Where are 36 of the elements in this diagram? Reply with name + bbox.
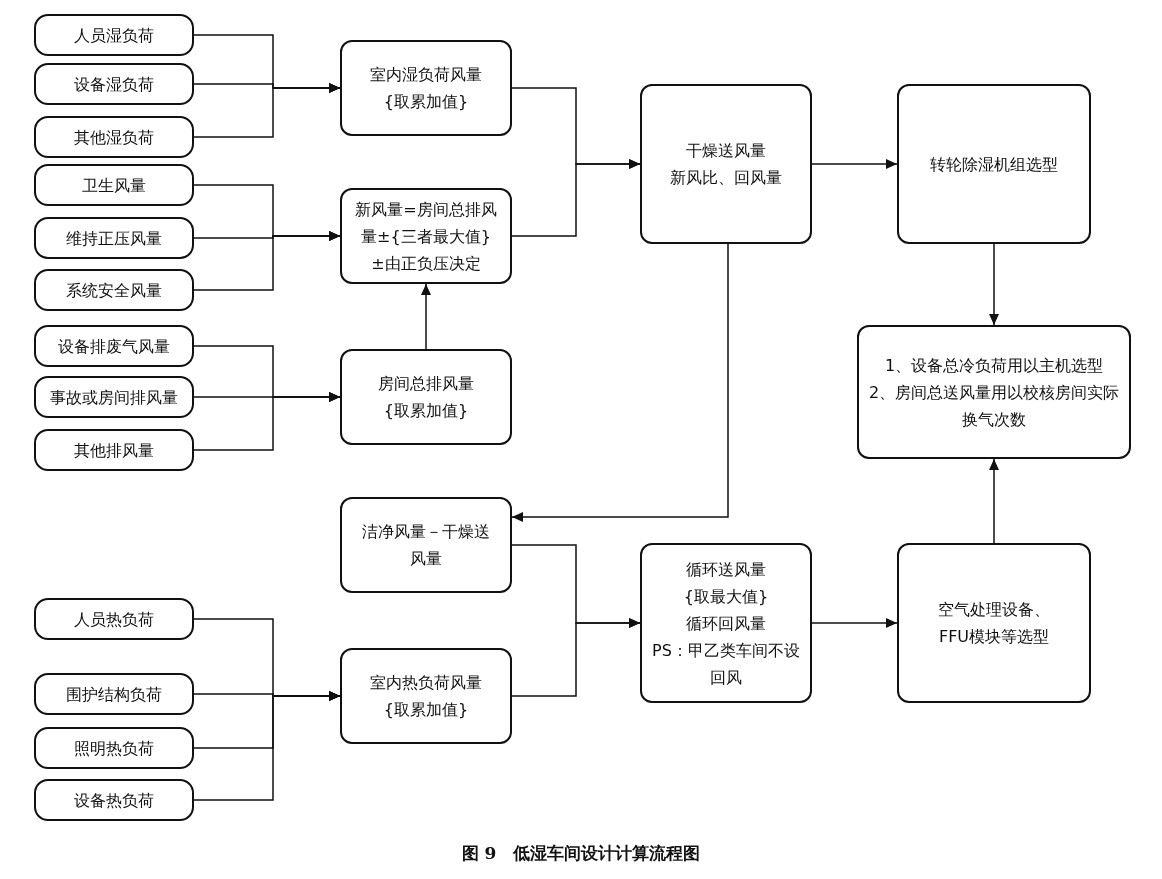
input-box: 围护结构负荷 [34, 673, 194, 715]
arrow [989, 243, 999, 326]
input-box: 人员湿负荷 [34, 14, 194, 56]
process-box: 1、设备总冷负荷用以主机选型 2、房间总送风量用以校核房间实际换气次数 [857, 325, 1131, 459]
arrow [193, 392, 341, 451]
arrow [989, 458, 999, 544]
process-box: 循环送风量{取最大值} 循环回风量 PS：甲乙类车间不设回风 [640, 543, 812, 703]
arrow [193, 83, 341, 138]
input-box: 设备湿负荷 [34, 63, 194, 105]
input-box: 照明热负荷 [34, 727, 194, 769]
process-box: 新风量=房间总排风量±{三者最大值}±由正负压决定 [340, 188, 512, 284]
arrow [421, 283, 431, 350]
input-box: 其他湿负荷 [34, 116, 194, 158]
input-box: 人员热负荷 [34, 598, 194, 640]
process-box: 室内热负荷风量{取累加值} [340, 648, 512, 744]
process-box: 转轮除湿机组选型 [897, 84, 1091, 244]
input-box: 事故或房间排风量 [34, 376, 194, 418]
input-box: 其他排风量 [34, 429, 194, 471]
process-box: 室内湿负荷风量{取累加值} [340, 40, 512, 136]
arrow [511, 243, 729, 522]
input-box: 系统安全风量 [34, 269, 194, 311]
caption: 图 9 低湿车间设计计算流程图 [460, 842, 702, 865]
input-box: 维持正压风量 [34, 217, 194, 259]
process-box: 空气处理设备、FFU模块等选型 [897, 543, 1091, 703]
input-box: 设备热负荷 [34, 779, 194, 821]
arrow [193, 691, 341, 801]
input-box: 设备排废气风量 [34, 325, 194, 367]
input-box: 卫生风量 [34, 164, 194, 206]
arrow [511, 618, 641, 697]
process-box: 房间总排风量{取累加值} [340, 349, 512, 445]
arrow [511, 159, 641, 237]
arrow [811, 159, 898, 169]
process-box: 洁净风量－干燥送风量 [340, 497, 512, 593]
arrow [811, 618, 898, 628]
arrow [193, 231, 341, 291]
process-box: 干燥送风量 新风比、回风量 [640, 84, 812, 244]
